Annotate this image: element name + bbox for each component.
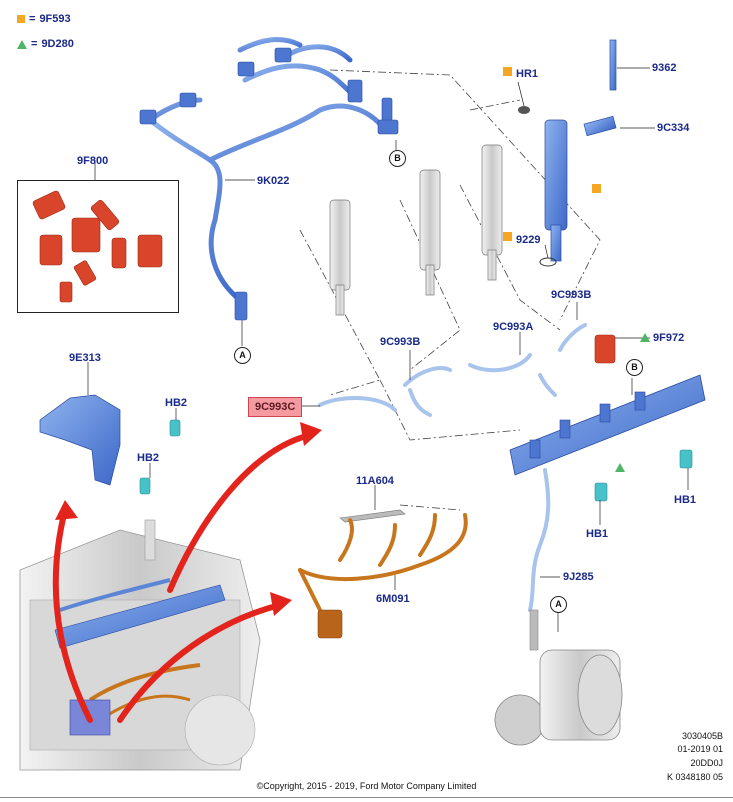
part-label-11A604: 11A604 <box>356 475 394 487</box>
part-label-HB1-mid: HB1 <box>586 528 609 540</box>
callout-A-upper: A <box>234 347 251 364</box>
part-label-9C993B-left: 9C993B <box>380 336 421 348</box>
injector-highlighted <box>544 39 617 262</box>
part-label-9F800: 9F800 <box>77 155 109 167</box>
part-label-HB1-right: HB1 <box>674 494 697 506</box>
part-label-9C993C-highlighted[interactable]: 9C993C <box>248 397 303 417</box>
legend-equals: = <box>29 13 36 25</box>
part-label-9F972: 9F972 <box>653 332 685 344</box>
legend-triangle-label: 9D280 <box>41 38 74 50</box>
bracket-9E313 <box>39 394 121 486</box>
caps-reference-box <box>17 180 179 313</box>
part-label-6M091: 6M091 <box>376 593 410 605</box>
part-label-HR1: HR1 <box>516 68 539 80</box>
square-marker-icon <box>503 232 512 241</box>
square-marker-icon <box>17 15 25 23</box>
engine-assembly <box>19 519 261 771</box>
part-label-9229: 9229 <box>516 234 541 246</box>
fuel-lines <box>318 323 587 612</box>
legend-triangle-row: = 9D280 <box>17 38 74 50</box>
callout-B-upper: B <box>389 150 406 167</box>
bottom-divider <box>0 797 733 798</box>
part-label-HB2-upper: HB2 <box>165 397 188 409</box>
meta-line-2: 01-2019 01 <box>677 744 723 754</box>
legend-square-label: 9F593 <box>39 13 71 25</box>
red-arrows <box>52 432 313 723</box>
part-label-9C993A: 9C993A <box>493 321 534 333</box>
injector-harness-9K022 <box>147 37 388 303</box>
part-label-9K022: 9K022 <box>257 175 290 187</box>
meta-line-3: 20DD0J <box>690 758 723 768</box>
square-marker-icon <box>592 184 601 193</box>
triangle-marker-icon <box>640 333 650 342</box>
part-label-HB2-lower: HB2 <box>137 452 160 464</box>
protective-caps-9F800 <box>32 190 163 303</box>
square-marker-icon <box>503 67 512 76</box>
part-label-9J285: 9J285 <box>563 571 594 583</box>
sensor-9F972 <box>594 334 616 364</box>
part-label-9C334: 9C334 <box>657 122 690 134</box>
part-label-9362: 9362 <box>652 62 677 74</box>
meta-line-4: K 0348180 05 <box>666 772 723 782</box>
part-label-9E313: 9E313 <box>69 352 101 364</box>
fuel-injectors <box>329 144 503 316</box>
callout-B-lower: B <box>626 359 643 376</box>
copyright-text: ©Copyright, 2015 - 2019, Ford Motor Comp… <box>256 781 477 791</box>
callout-A-lower: A <box>550 596 567 613</box>
high-pressure-pump <box>494 609 623 746</box>
triangle-marker-icon <box>17 39 27 49</box>
legend-equals: = <box>31 38 38 50</box>
meta-line-1: 3030405B <box>681 731 723 741</box>
part-label-9C993B-top: 9C993B <box>551 289 592 301</box>
triangle-marker-icon <box>615 463 625 472</box>
fuel-rail <box>509 374 706 476</box>
legend-square-row: = 9F593 <box>17 13 71 25</box>
